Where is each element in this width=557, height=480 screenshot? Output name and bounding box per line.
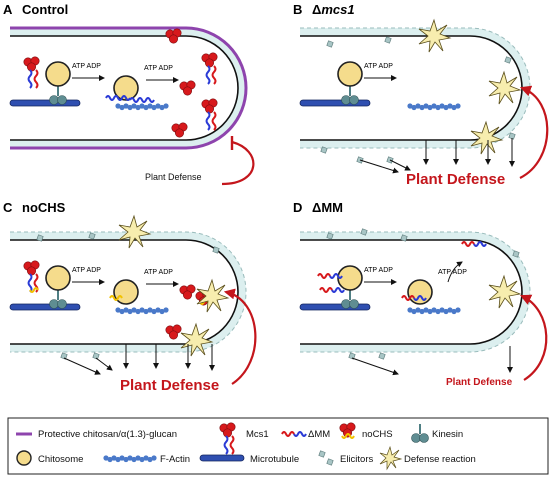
legend-factin: F-Actin <box>160 454 190 465</box>
legend-defense-reaction: Defense reaction <box>404 454 476 465</box>
panel-a: A Control ATP ADP ATP ADP Plant Defense <box>3 2 255 186</box>
panel-d: D ΔMM ATP ADP ATP ADP Plant Defense <box>293 200 548 388</box>
legend-elicitors: Elicitors <box>340 454 374 465</box>
legend-kinesin: Kinesin <box>432 429 463 440</box>
legend-chitosan: Protective chitosan/α(1.3)-glucan <box>38 429 177 440</box>
panel-c-defense: Plant Defense <box>120 377 219 394</box>
legend-microtubule: Microtubule <box>250 454 299 465</box>
nochs-icon <box>339 422 356 439</box>
panel-c-letter: C <box>3 200 13 215</box>
panel-a-title: Control <box>22 2 68 17</box>
panel-b-atp: ATP ADP <box>364 63 393 70</box>
panel-a-letter: A <box>3 2 13 17</box>
panel-b-defense: Plant Defense <box>406 171 505 188</box>
panel-d-title: ΔMM <box>312 200 343 215</box>
panel-b: B Δmcs1 ATP ADP Plant Defense <box>293 2 549 188</box>
panel-d-letter: D <box>293 200 302 215</box>
legend-dmm: ΔMM <box>308 429 330 440</box>
panel-c-atp-2: ATP ADP <box>144 269 173 276</box>
microtubule-swatch <box>199 454 245 462</box>
panel-d-atp-2: ATP ADP <box>438 269 467 276</box>
panel-a-defense: Plant Defense <box>145 172 202 182</box>
panel-b-title: Δmcs1 <box>312 2 355 17</box>
legend-chitosome: Chitosome <box>38 454 83 465</box>
panel-c-atp-1: ATP ADP <box>72 267 101 274</box>
panel-c-title: noCHS <box>22 200 66 215</box>
panel-d-atp-1: ATP ADP <box>364 267 393 274</box>
chitosome-icon <box>16 450 32 466</box>
dmm-icon <box>281 431 307 437</box>
legend-nochs: noCHS <box>362 429 393 440</box>
panel-a-atp-1: ATP ADP <box>72 63 101 70</box>
panel-d-defense: Plant Defense <box>446 377 513 388</box>
legend-mcs1: Mcs1 <box>246 429 269 440</box>
legend: Protective chitosan/α(1.3)-glucan Mcs1 Δ… <box>7 417 549 475</box>
panel-b-letter: B <box>293 2 302 17</box>
panel-c: C noCHS ATP ADP ATP ADP Plant Defense <box>3 200 257 394</box>
panel-a-atp-2: ATP ADP <box>144 65 173 72</box>
